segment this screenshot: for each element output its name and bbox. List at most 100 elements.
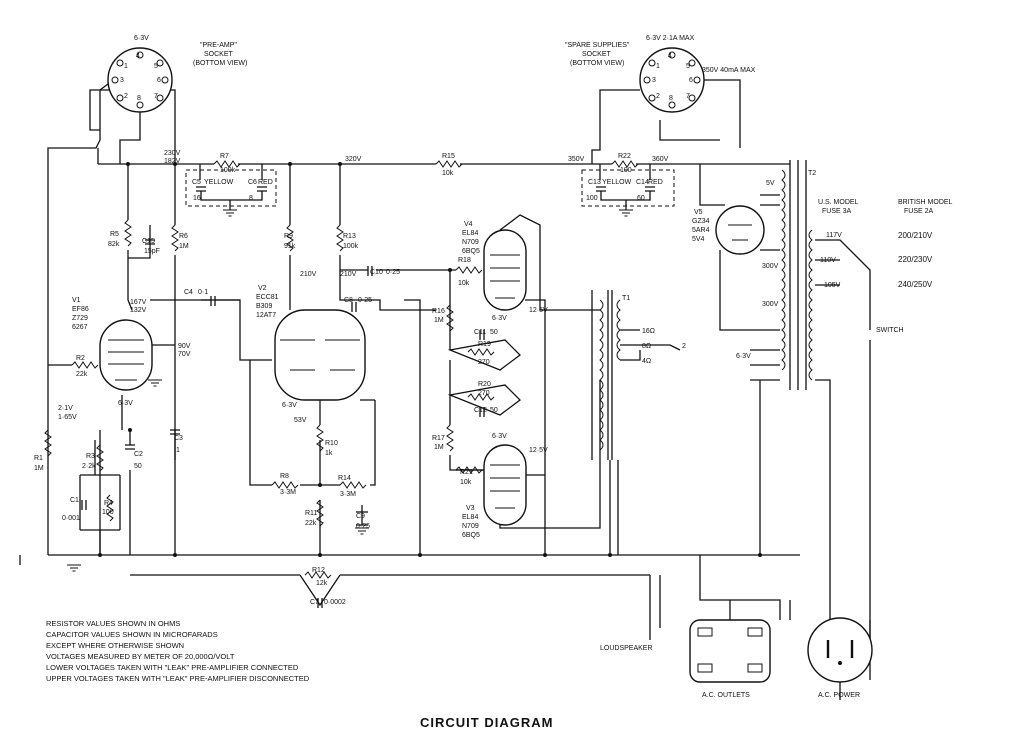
- labels: 6·3V "PRE-AMP" SOCKET (BOTTOM VIEW) 4 5 …: [34, 35, 953, 730]
- svg-text:22k: 22k: [305, 520, 317, 527]
- resistor-r5: [124, 219, 132, 247]
- svg-text:300V: 300V: [762, 301, 779, 308]
- svg-text:200/210V: 200/210V: [898, 231, 933, 240]
- svg-text:BRITISH MODEL: BRITISH MODEL: [898, 199, 953, 206]
- tube-v5: [715, 205, 765, 255]
- svg-text:EL84: EL84: [462, 514, 478, 521]
- svg-text:3: 3: [652, 77, 656, 84]
- svg-text:12AT7: 12AT7: [256, 312, 276, 319]
- svg-text:ECC81: ECC81: [256, 294, 279, 301]
- svg-text:5V4: 5V4: [692, 236, 705, 243]
- svg-text:12·5V: 12·5V: [529, 307, 548, 314]
- svg-text:LOWER VOLTAGES TAKEN WITH "LEA: LOWER VOLTAGES TAKEN WITH "LEAK" PRE-AMP…: [46, 663, 299, 672]
- svg-text:210V: 210V: [300, 271, 317, 278]
- svg-text:C3: C3: [174, 435, 183, 442]
- svg-text:350V: 350V: [568, 156, 585, 163]
- svg-text:10k: 10k: [458, 280, 470, 287]
- svg-text:R19: R19: [478, 341, 491, 348]
- svg-text:0·25: 0·25: [356, 523, 370, 530]
- resistor-r18: [455, 266, 483, 274]
- svg-text:B309: B309: [256, 303, 272, 310]
- svg-text:6·3V: 6·3V: [492, 315, 507, 322]
- svg-text:6267: 6267: [72, 324, 88, 331]
- svg-text:U.S. MODEL: U.S. MODEL: [818, 199, 859, 206]
- svg-text:3·3M: 3·3M: [280, 489, 296, 496]
- svg-text:90V: 90V: [178, 343, 191, 350]
- svg-text:EF86: EF86: [72, 306, 89, 313]
- svg-text:V2: V2: [258, 285, 267, 292]
- svg-text:1M: 1M: [434, 317, 444, 324]
- svg-text:100k: 100k: [220, 167, 236, 174]
- svg-text:0·0002: 0·0002: [324, 599, 346, 606]
- svg-text:100: 100: [102, 509, 114, 516]
- svg-text:240/250V: 240/250V: [898, 280, 933, 289]
- svg-text:EL84: EL84: [462, 230, 478, 237]
- svg-text:360V: 360V: [652, 156, 669, 163]
- svg-text:16Ω: 16Ω: [642, 328, 655, 335]
- preamp-label3: (BOTTOM VIEW): [193, 60, 247, 67]
- svg-text:A.C. OUTLETS: A.C. OUTLETS: [702, 692, 750, 699]
- svg-text:R17: R17: [432, 435, 445, 442]
- spare-label2: SOCKET: [582, 51, 612, 58]
- svg-text:C8: C8: [344, 297, 353, 304]
- svg-text:3: 3: [120, 77, 124, 84]
- dots: [98, 162, 762, 557]
- resistor-r4: [106, 494, 114, 522]
- svg-text:2: 2: [682, 343, 686, 350]
- svg-text:C4: C4: [184, 289, 193, 296]
- resistor-r19: [467, 348, 495, 356]
- svg-text:6BQ5: 6BQ5: [462, 248, 480, 255]
- svg-text:C12: C12: [474, 407, 487, 414]
- resistor-r6: [171, 224, 179, 252]
- diagram-title: CIRCUIT DIAGRAM: [420, 715, 553, 730]
- svg-text:RED: RED: [648, 179, 663, 186]
- svg-text:8: 8: [137, 95, 141, 102]
- svg-text:270: 270: [478, 359, 490, 366]
- svg-text:VOLTAGES MEASURED BY METER OF: VOLTAGES MEASURED BY METER OF 20,000Ω/VO…: [46, 652, 235, 661]
- svg-text:FUSE 2A: FUSE 2A: [904, 208, 934, 215]
- svg-text:2·2k: 2·2k: [82, 463, 96, 470]
- svg-text:5: 5: [686, 63, 690, 70]
- svg-text:R10: R10: [325, 440, 338, 447]
- svg-text:C10: C10: [370, 269, 383, 276]
- svg-text:8: 8: [669, 95, 673, 102]
- spare-v1: 6·3V 2·1A MAX: [646, 35, 695, 42]
- svg-text:RED: RED: [258, 179, 273, 186]
- tube-v4: [483, 229, 527, 311]
- svg-text:R9: R9: [284, 233, 293, 240]
- svg-text:R11: R11: [305, 510, 317, 517]
- svg-text:LOUDSPEAKER: LOUDSPEAKER: [600, 645, 653, 652]
- svg-text:82k: 82k: [108, 241, 120, 248]
- preamp-label1: "PRE-AMP": [200, 42, 237, 49]
- svg-text:5: 5: [154, 63, 158, 70]
- svg-text:16: 16: [193, 195, 201, 202]
- svg-text:320V: 320V: [345, 156, 362, 163]
- svg-text:0·25: 0·25: [358, 297, 372, 304]
- resistor-r8: [271, 481, 299, 489]
- svg-text:0·25: 0·25: [386, 269, 400, 276]
- svg-text:R22: R22: [618, 153, 631, 160]
- svg-text:T2: T2: [808, 170, 816, 177]
- resistor-r2: [71, 361, 99, 369]
- svg-text:4: 4: [668, 53, 672, 60]
- svg-text:10k: 10k: [460, 479, 472, 486]
- svg-text:3·3M: 3·3M: [340, 491, 356, 498]
- svg-text:YELLOW: YELLOW: [204, 179, 234, 186]
- svg-text:8Ω: 8Ω: [642, 343, 651, 350]
- svg-text:1: 1: [656, 63, 660, 70]
- svg-text:60: 60: [637, 195, 645, 202]
- svg-text:6·3V: 6·3V: [736, 353, 751, 360]
- svg-text:1: 1: [176, 447, 180, 454]
- svg-text:R20: R20: [478, 381, 491, 388]
- svg-text:1M: 1M: [179, 243, 189, 250]
- tube-v2: [274, 309, 366, 401]
- svg-text:117V: 117V: [826, 232, 842, 239]
- ac-power-connector: [807, 617, 873, 683]
- svg-text:5V: 5V: [766, 180, 775, 187]
- svg-text:C13: C13: [588, 179, 601, 186]
- svg-text:R5: R5: [110, 231, 119, 238]
- svg-text:10k: 10k: [442, 170, 454, 177]
- svg-text:R2: R2: [76, 355, 85, 362]
- svg-text:50: 50: [490, 407, 498, 414]
